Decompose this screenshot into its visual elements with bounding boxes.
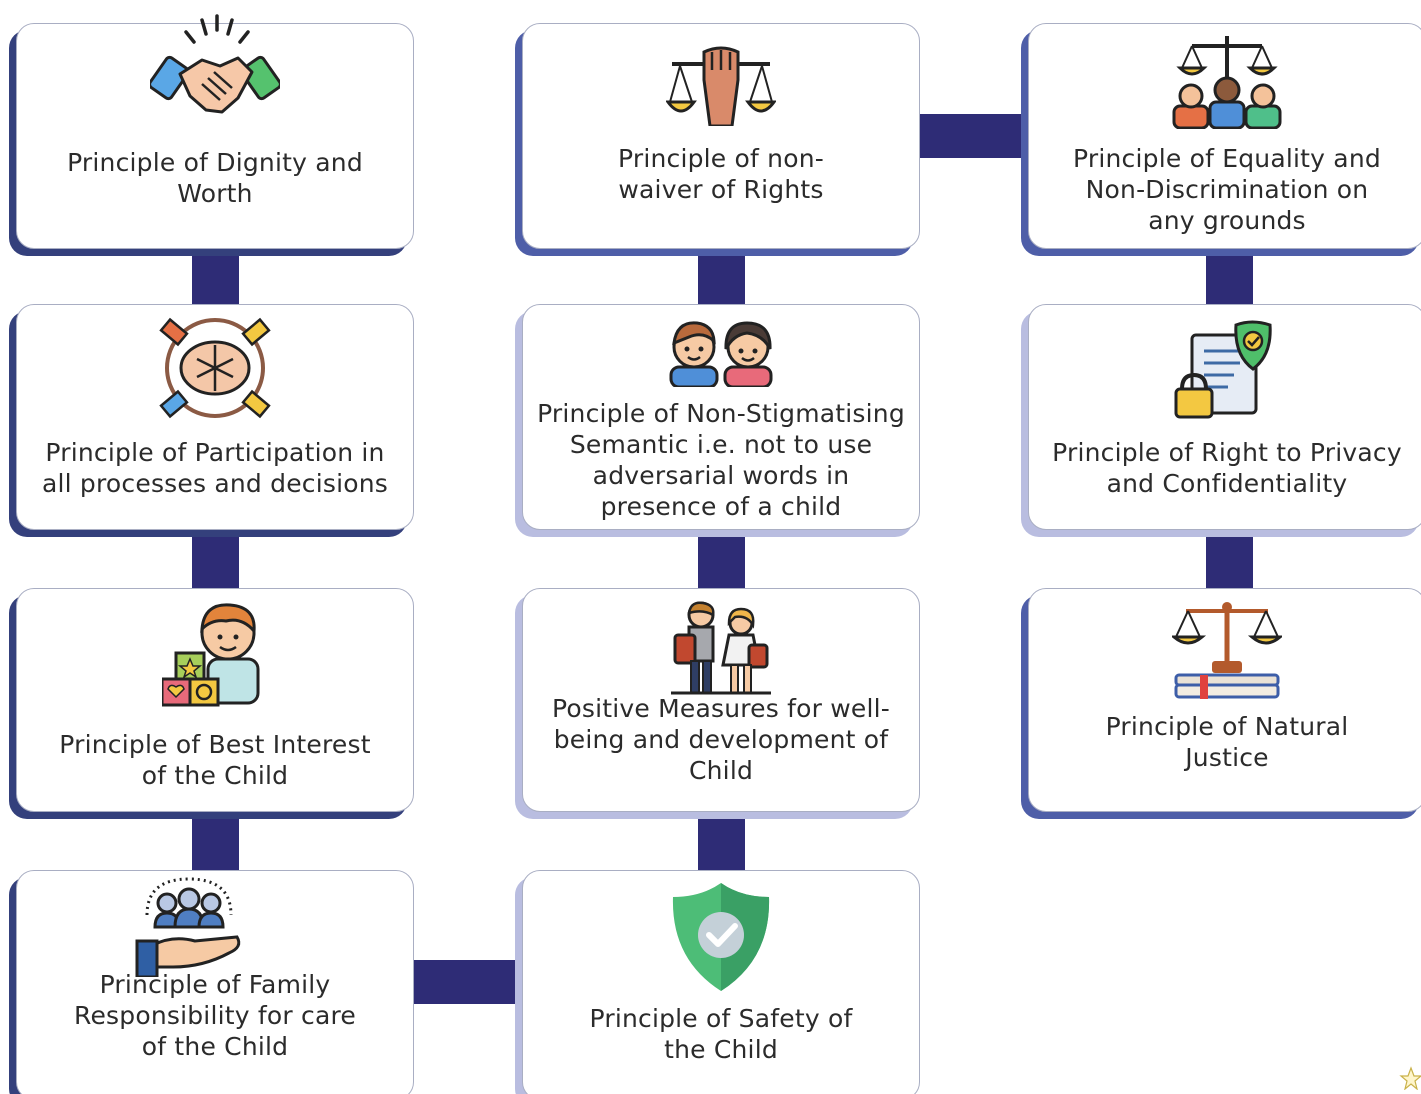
shield-check-icon	[669, 881, 773, 997]
fist-scales-icon	[665, 46, 777, 130]
card-natural-justice: Principle of Natural Justice	[1028, 588, 1421, 812]
card-label: Principle of Participation in all proces…	[41, 438, 389, 498]
card-participation: Principle of Participation in all proces…	[16, 304, 414, 530]
connector-best-interest-family	[192, 812, 239, 877]
handshake-icon	[148, 12, 282, 128]
document-lock-shield-icon	[1174, 319, 1280, 423]
card-non-waiver: Principle of non-waiver of Rights	[522, 23, 920, 249]
card-label: Principle of Natural Justice	[1105, 712, 1349, 772]
joined-hands-icon	[157, 315, 273, 425]
card-label: Principle of non-waiver of Rights	[618, 144, 824, 204]
connector-participation-best-interest	[192, 530, 239, 595]
card-non-stigmatising: Principle of Non-Stigmatising Semantic i…	[522, 304, 920, 530]
card-family-responsibility: Principle of Family Responsibility for c…	[16, 870, 414, 1094]
card-label: Principle of Safety of the Child	[589, 1004, 853, 1064]
connector-nonwaiver-nonstigmatising	[698, 250, 745, 310]
card-privacy: Principle of Right to Privacy and Confid…	[1028, 304, 1421, 530]
connector-equality-privacy	[1206, 250, 1253, 310]
scales-people-icon	[1172, 34, 1282, 133]
star-icon	[1397, 1066, 1421, 1094]
card-best-interest: Principle of Best Interest of the Child	[16, 588, 414, 812]
card-label: Principle of Equality and Non-Discrimina…	[1073, 144, 1381, 235]
card-equality: Principle of Equality and Non-Discrimina…	[1028, 23, 1421, 249]
card-label: Principle of Non-Stigmatising Semantic i…	[537, 399, 905, 521]
connector-privacy-natural-justice	[1206, 530, 1253, 595]
connector-positive-safety	[698, 812, 745, 877]
scales-books-icon	[1169, 601, 1285, 705]
connector-family-safety	[410, 960, 525, 1004]
card-label: Positive Measures for well-being and dev…	[551, 694, 890, 785]
school-children-icon	[671, 601, 771, 699]
card-positive-measures: Positive Measures for well-being and dev…	[522, 588, 920, 812]
card-dignity: Principle of Dignity and Worth	[16, 14, 414, 249]
card-label: Principle of Best Interest of the Child	[59, 730, 371, 790]
connector-dignity-participation	[192, 250, 239, 310]
family-hand-icon	[133, 875, 243, 981]
children-faces-icon	[667, 315, 775, 391]
connector-nonstigmatising-positive	[698, 530, 745, 595]
card-label: Principle of Right to Privacy and Confid…	[1052, 438, 1402, 498]
card-label: Principle of Family Responsibility for c…	[74, 970, 356, 1061]
card-label: Principle of Dignity and Worth	[67, 148, 363, 208]
card-safety: Principle of Safety of the Child	[522, 870, 920, 1094]
connector-nonwaiver-equality	[915, 114, 1030, 158]
child-blocks-icon	[160, 599, 268, 713]
